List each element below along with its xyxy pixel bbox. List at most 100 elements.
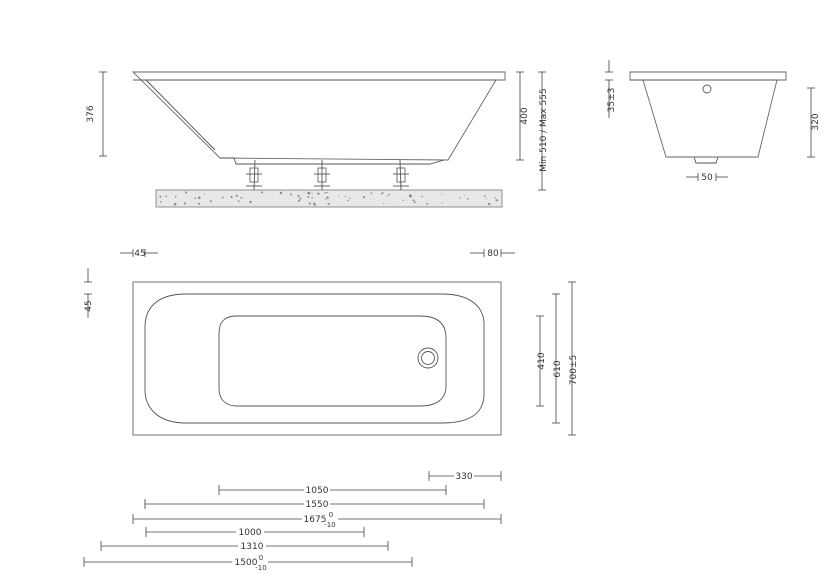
dim-label-1310: 1310 <box>241 542 264 552</box>
floor-speckle <box>238 201 240 203</box>
floor-speckle <box>307 195 310 198</box>
floor-speckle <box>160 200 162 203</box>
floor-speckle <box>249 200 252 204</box>
floor-speckle <box>381 192 384 194</box>
floor-speckle <box>307 191 310 195</box>
floor-speckle <box>313 203 317 206</box>
dim-1000: 1000 <box>145 527 365 538</box>
floor-speckle <box>363 196 366 199</box>
floor-speckle <box>311 196 313 199</box>
dim-leg-range: Min 510 / Max 555 <box>538 71 549 191</box>
floor-speckle <box>185 192 187 194</box>
dim-35: 35±3 <box>605 60 617 118</box>
support-frame <box>220 157 445 165</box>
floor-speckle <box>230 196 233 199</box>
leg-right <box>393 159 409 191</box>
floor-slab <box>155 189 503 208</box>
dim-label-35: 35±3 <box>607 88 617 113</box>
floor-speckle <box>383 202 385 204</box>
floor-speckle <box>261 191 263 194</box>
dim-410: 410 <box>536 315 547 407</box>
floor-speckle <box>237 200 240 202</box>
dim-330: 330 <box>428 471 502 482</box>
floor-speckle <box>459 197 462 199</box>
dim-label-1500: 1500 <box>235 558 258 568</box>
floor-speckle <box>421 195 424 198</box>
floor-speckle <box>380 193 382 195</box>
floor-speckle <box>235 194 238 197</box>
floor-speckles <box>159 191 498 206</box>
plan-view: 45 80 45 410 610 <box>84 249 579 436</box>
dim-1310: 1310 <box>100 541 389 552</box>
floor-speckle <box>317 192 320 195</box>
drain-outer-icon <box>417 347 439 369</box>
dim-45-horizontal: 45 <box>120 249 158 259</box>
overflow-hole-icon <box>702 84 712 94</box>
floor-speckle <box>326 191 328 194</box>
floor-speckle <box>387 195 389 197</box>
end-view: 35±3 320 50 <box>605 60 821 183</box>
dim-label-50: 50 <box>701 173 713 183</box>
floor-speckle <box>402 199 404 202</box>
floor-speckle <box>441 202 443 204</box>
dim-1050: 1050 <box>218 485 447 496</box>
floor-speckle <box>297 199 301 202</box>
dim-label-400: 400 <box>520 107 530 124</box>
floor-speckle <box>488 202 491 206</box>
dim-1675: 1675 0 -10 <box>132 511 502 529</box>
dim-45-vertical: 45 <box>84 268 94 318</box>
dim-label-376: 376 <box>86 105 96 122</box>
floor-speckle <box>349 197 351 199</box>
dim-label-1550: 1550 <box>306 500 329 510</box>
floor-speckle <box>483 195 486 198</box>
floor-speckle <box>194 197 197 200</box>
floor-speckle <box>159 195 162 198</box>
dim-376: 376 <box>86 71 107 157</box>
floor-speckle <box>174 195 177 198</box>
floor-speckle <box>326 196 329 199</box>
floor-speckle <box>308 202 311 205</box>
tub-slope-line <box>145 79 216 151</box>
dim-tol-plus-1675: 0 <box>329 511 333 519</box>
leg-left <box>246 159 262 191</box>
floor-speckle <box>346 199 349 202</box>
dim-50: 50 <box>686 173 728 183</box>
floor-speckle <box>311 192 313 194</box>
floor-speckle <box>184 203 186 205</box>
floor-speckle <box>297 194 300 197</box>
floor-speckle <box>494 197 496 199</box>
floor-speckle <box>299 197 302 200</box>
dim-label-330: 330 <box>455 472 472 482</box>
dim-80: 80 <box>470 249 515 259</box>
dim-label-1675: 1675 <box>304 515 327 525</box>
tub-basin-outline <box>218 315 447 407</box>
tub-side-profile <box>131 71 506 161</box>
dim-1550: 1550 <box>144 499 485 510</box>
drain-inner-icon <box>421 351 435 365</box>
floor-speckle <box>198 196 201 200</box>
dim-label-410: 410 <box>537 352 547 369</box>
floor-speckle <box>413 201 416 204</box>
floor-speckle <box>337 195 340 197</box>
floor-speckle <box>441 193 443 195</box>
dim-tol-minus-1500: -10 <box>255 564 266 572</box>
dim-tol-minus-1675: -10 <box>324 521 335 529</box>
dim-label-1050: 1050 <box>306 486 329 496</box>
dim-label-610: 610 <box>553 360 563 377</box>
floor-speckle <box>344 195 346 197</box>
floor-speckle <box>467 198 469 200</box>
dim-label-80: 80 <box>487 249 499 259</box>
floor-speckle <box>221 196 224 199</box>
floor-speckle <box>289 193 293 196</box>
floor-speckle <box>485 198 487 200</box>
floor-speckle <box>165 195 167 197</box>
dim-320: 320 <box>807 87 821 158</box>
floor-speckle <box>496 199 498 202</box>
floor-speckle <box>370 192 373 194</box>
dim-label-1000: 1000 <box>239 528 262 538</box>
end-drain <box>693 156 719 164</box>
dim-label-700: 700±5 <box>569 355 579 385</box>
dim-700: 700±5 <box>568 281 579 436</box>
floor-speckle <box>412 199 415 202</box>
